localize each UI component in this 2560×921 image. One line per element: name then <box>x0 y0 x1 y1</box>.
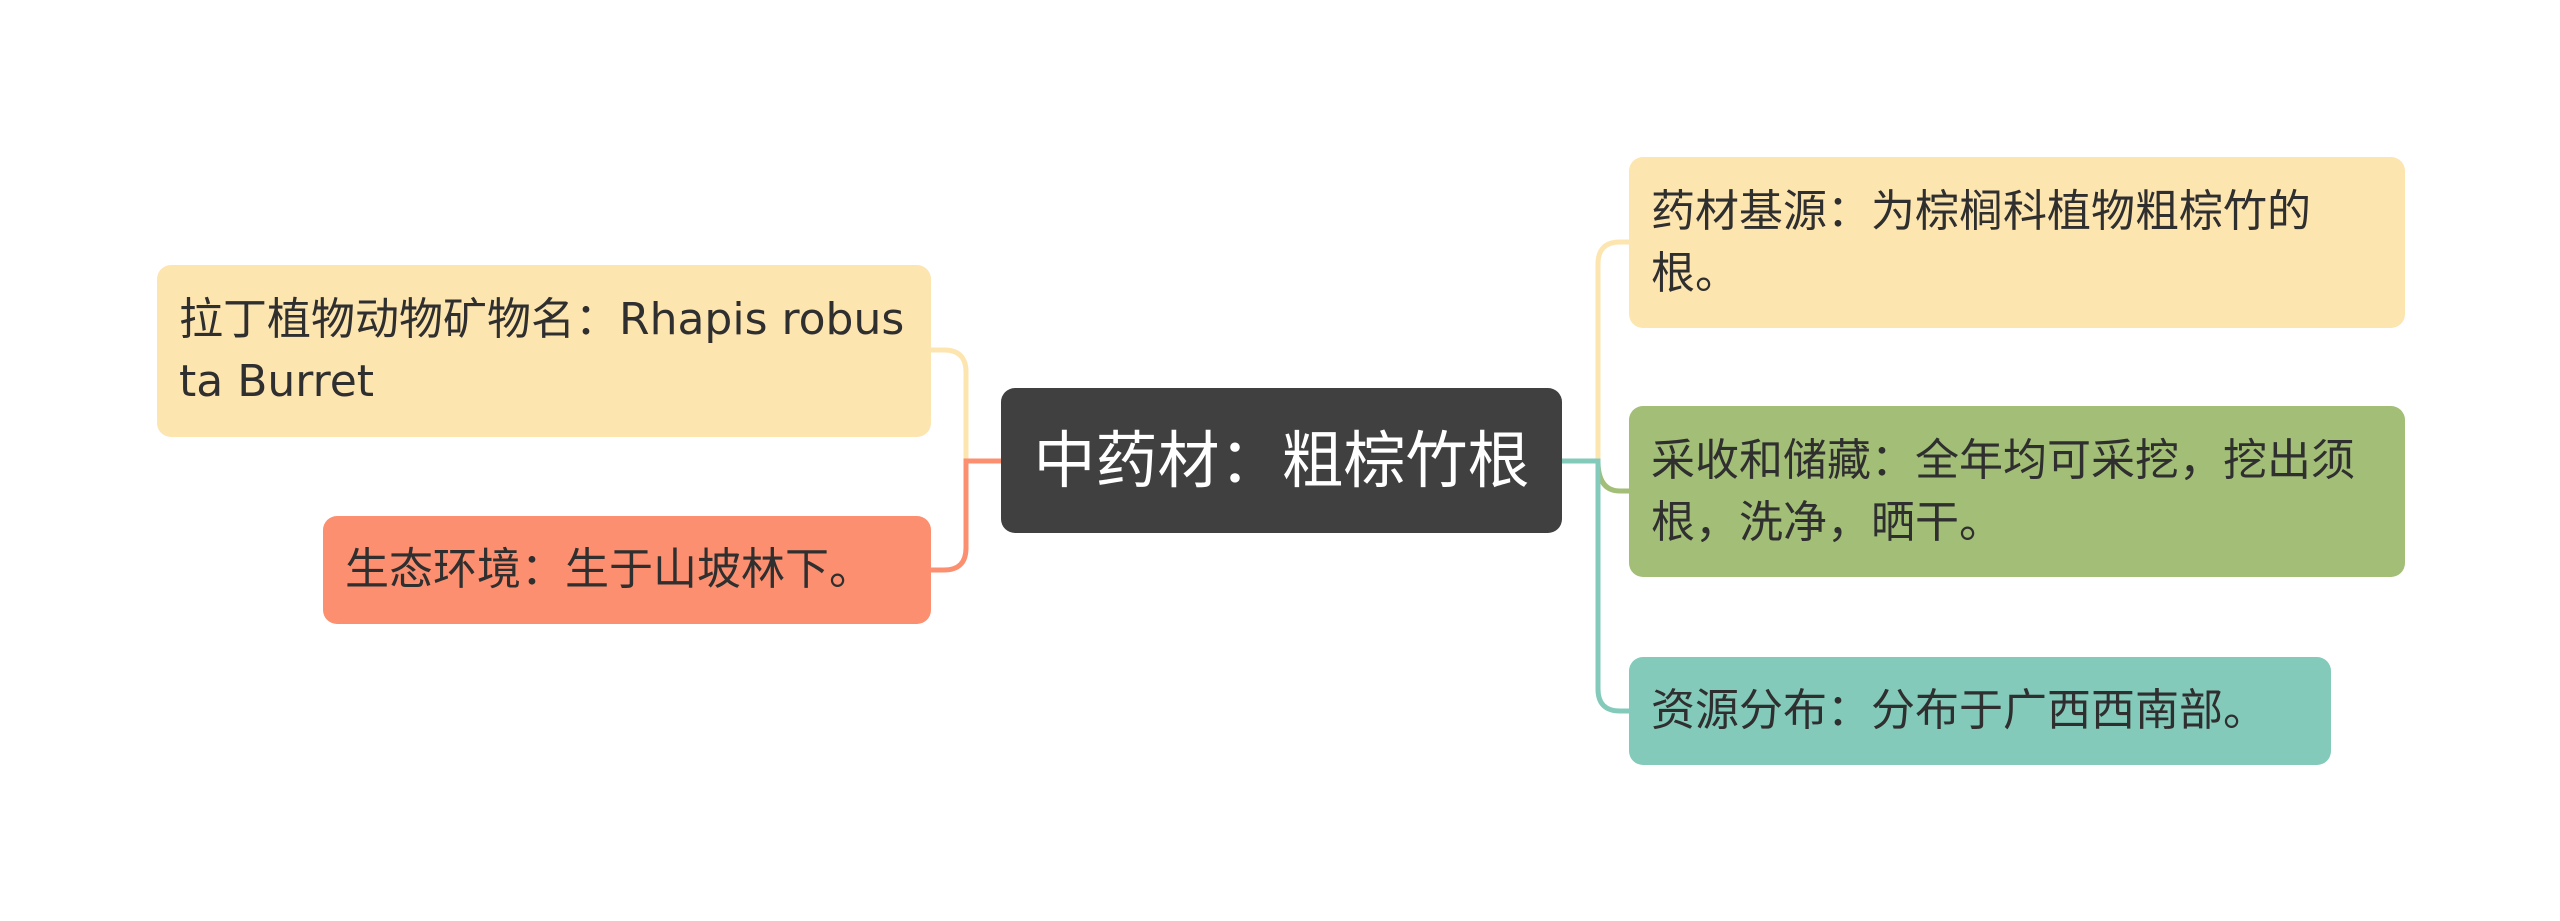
topic-distribution[interactable]: 资源分布：分布于广西西南部。 <box>1629 657 2331 765</box>
central-topic[interactable]: 中药材：粗棕竹根 <box>1001 388 1562 533</box>
topic-habitat-label: 生态环境：生于山坡林下。 <box>345 544 873 595</box>
connector-source <box>1562 239 1629 464</box>
topic-harvest-storage-label: 采收和储藏：全年均可采挖，挖出须根，洗净，晒干。 <box>1651 434 2355 548</box>
topic-latin-name[interactable]: 拉丁植物动物矿物名：Rhapis robusta Burret <box>157 265 931 437</box>
topic-distribution-label: 资源分布：分布于广西西南部。 <box>1651 685 2267 736</box>
topic-latin-name-label: 拉丁植物动物矿物名：Rhapis robusta Burret <box>179 294 905 407</box>
connector-distribution <box>1562 458 1629 714</box>
topic-habitat[interactable]: 生态环境：生于山坡林下。 <box>323 516 931 624</box>
connector-latin <box>931 347 1001 464</box>
central-topic-label: 中药材：粗棕竹根 <box>1033 423 1530 497</box>
topic-source-label: 药材基源：为棕榈科植物粗棕竹的根。 <box>1651 185 2311 299</box>
topic-harvest-storage[interactable]: 采收和储藏：全年均可采挖，挖出须根，洗净，晒干。 <box>1629 406 2405 577</box>
topic-source[interactable]: 药材基源：为棕榈科植物粗棕竹的根。 <box>1629 157 2405 328</box>
connector-habitat <box>931 458 1001 573</box>
